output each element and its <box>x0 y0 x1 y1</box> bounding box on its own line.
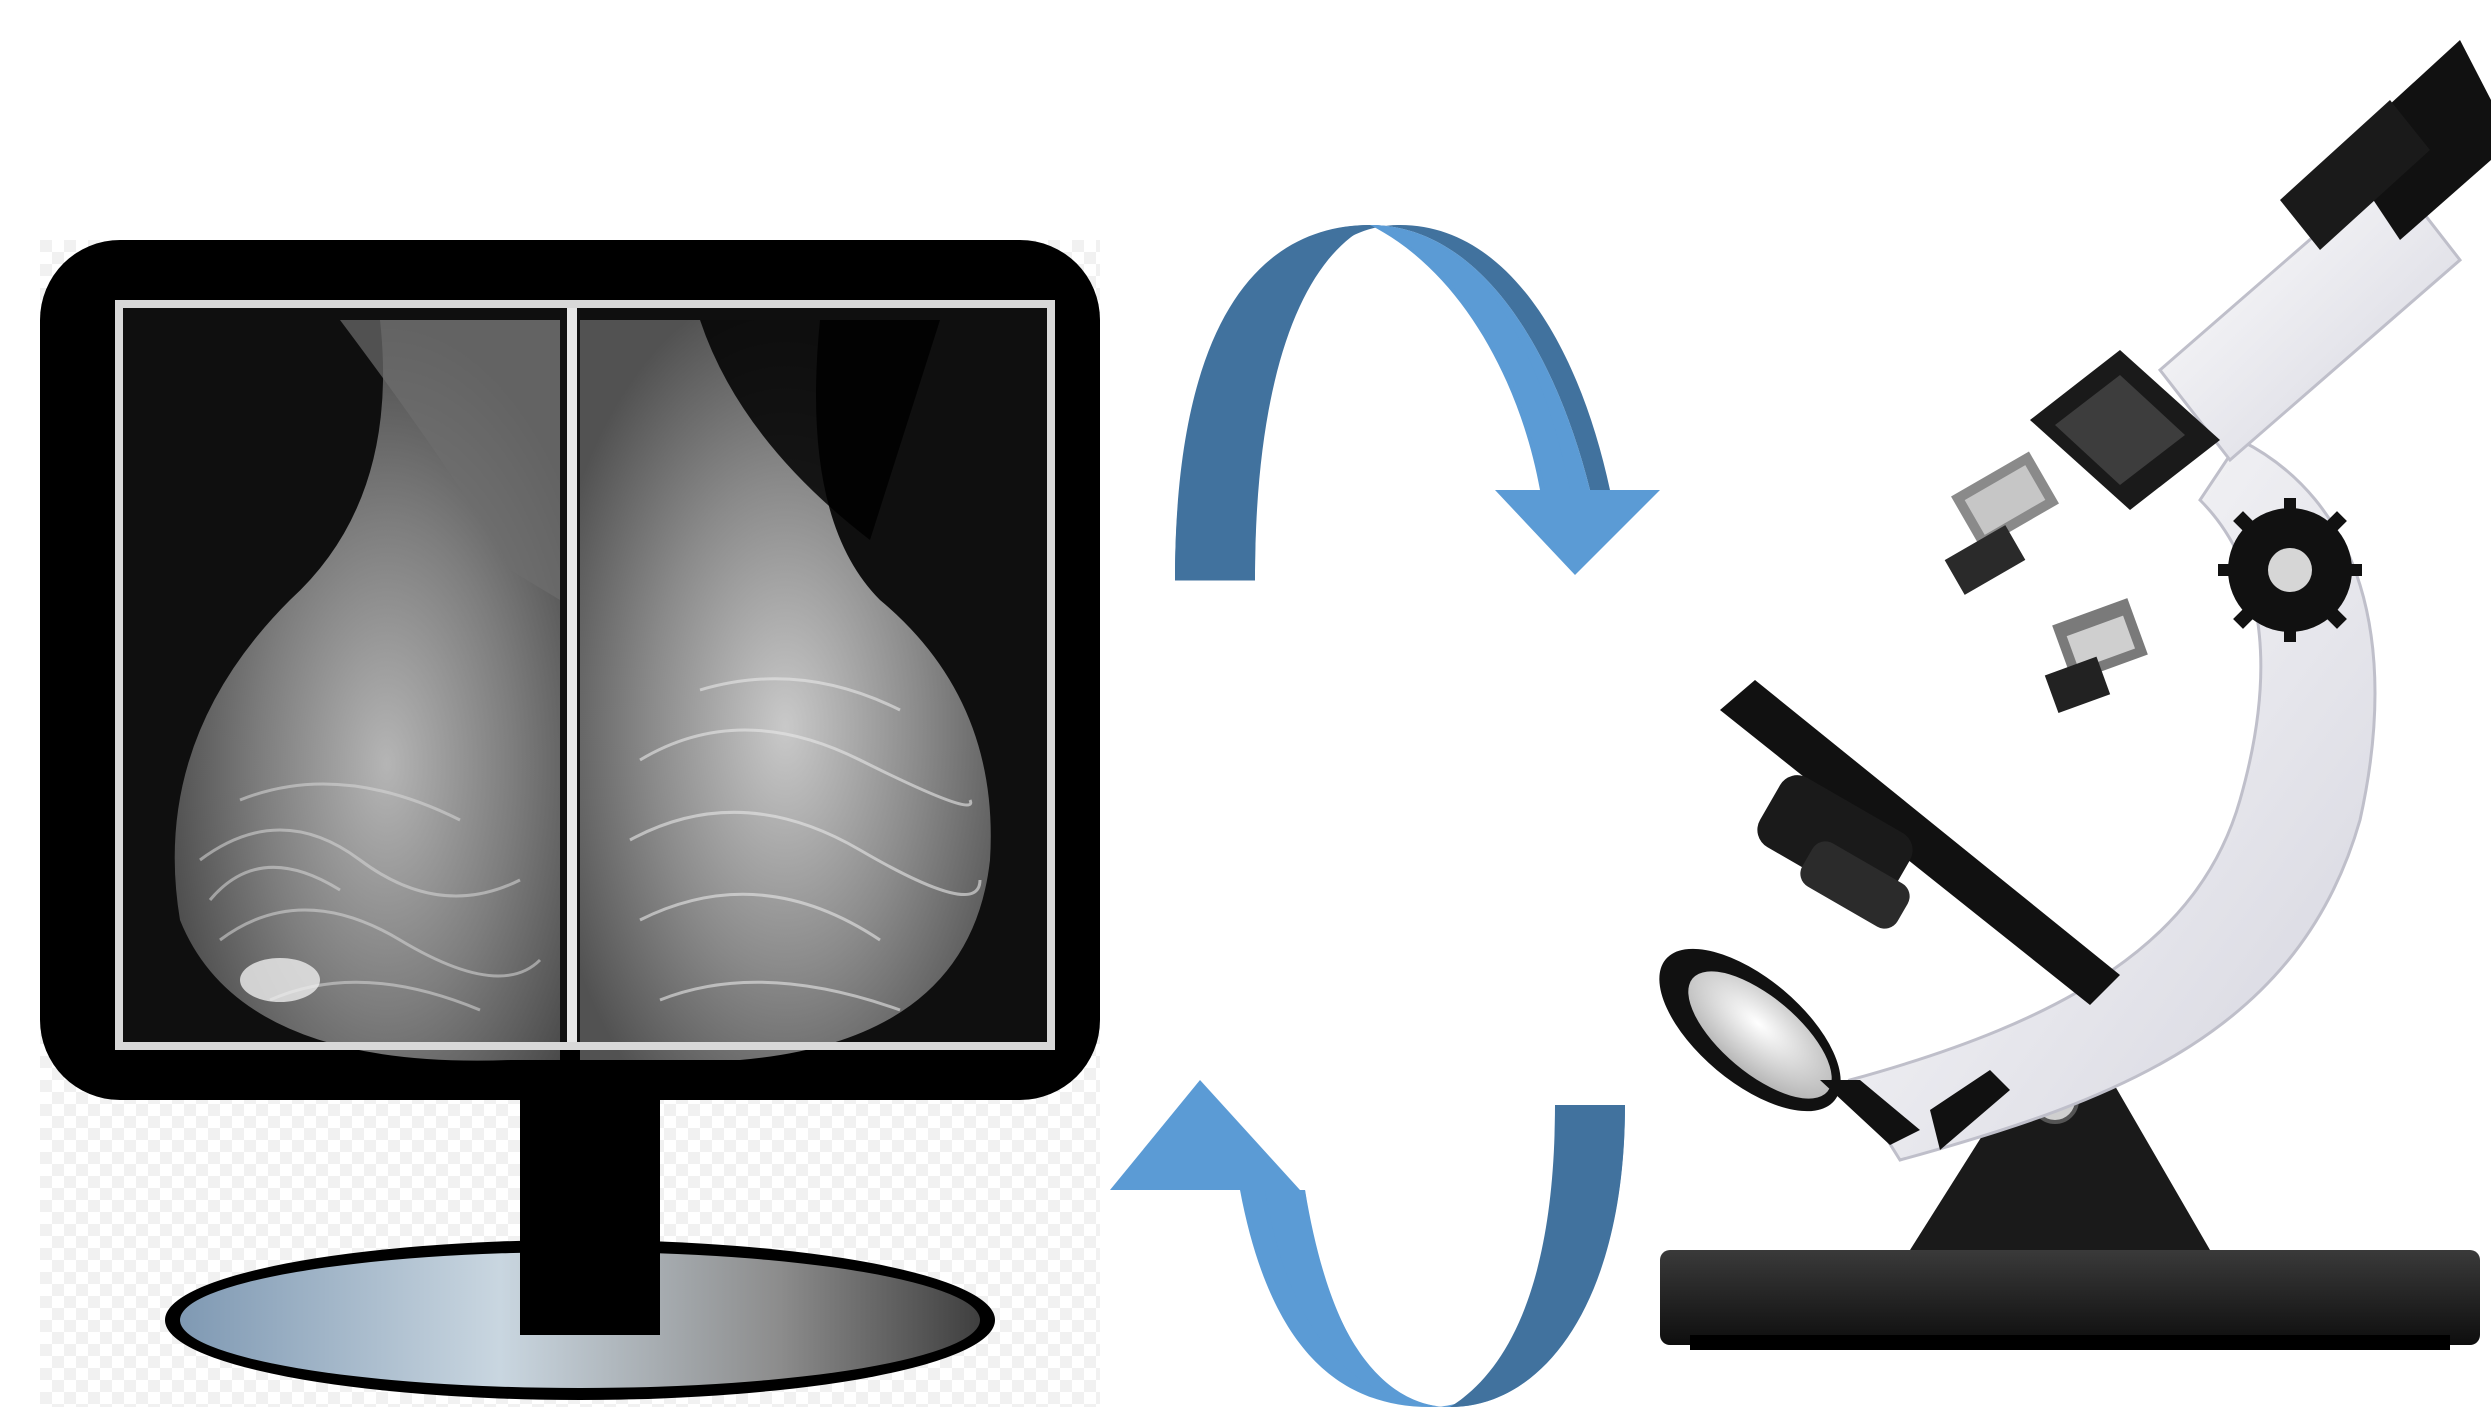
microscope-base <box>1660 1250 2480 1345</box>
mirror <box>1632 919 1920 1145</box>
focus-knob-icon <box>2218 498 2362 642</box>
microscope-icon <box>1600 40 2491 1360</box>
eyepiece-tube <box>2160 40 2491 460</box>
arrow-down-right <box>1175 225 1660 580</box>
arrow-up-left <box>1110 1080 1625 1407</box>
mammography-monitor-icon <box>40 240 1100 1407</box>
